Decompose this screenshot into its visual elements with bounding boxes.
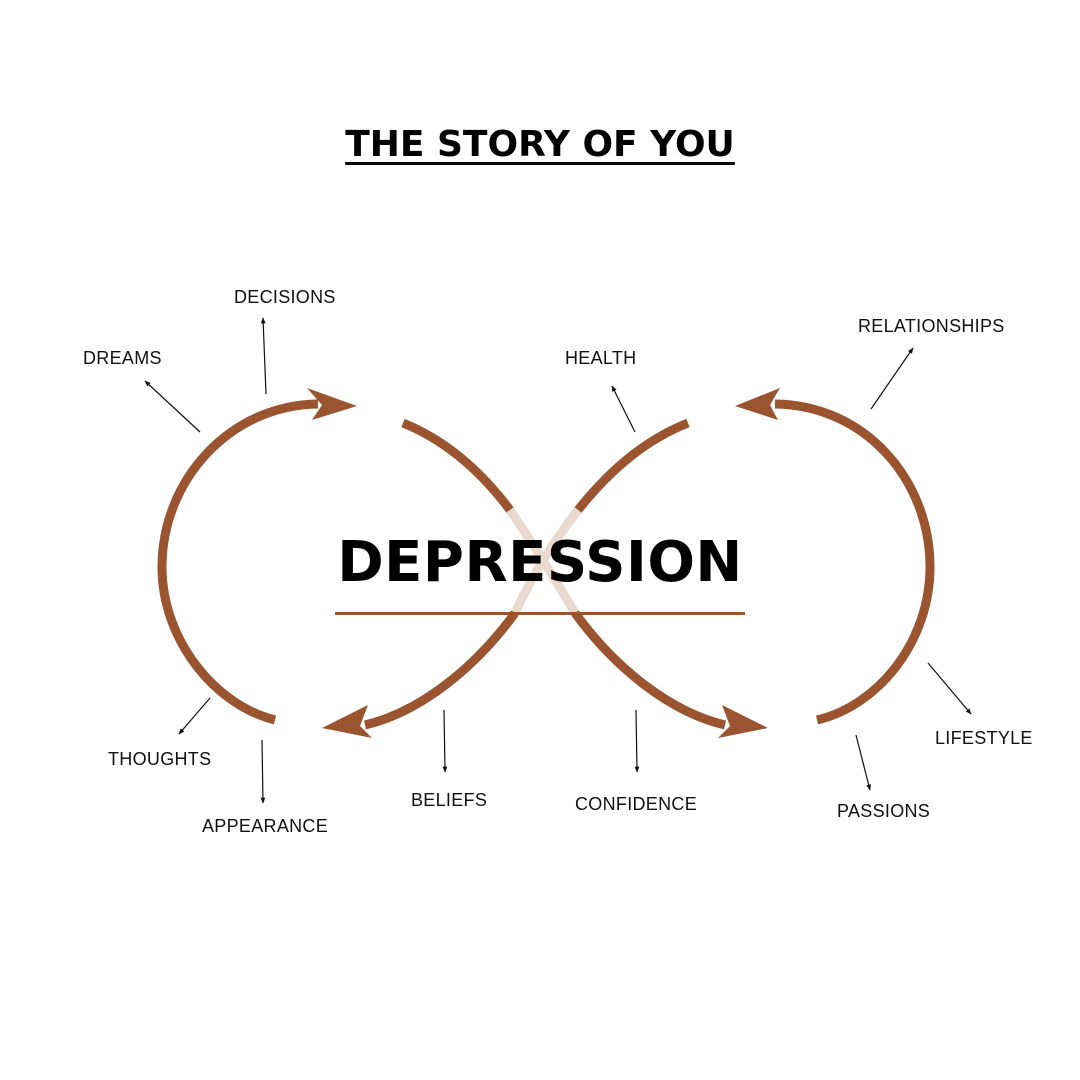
pointer-passions bbox=[855, 734, 871, 791]
cross-strand-down-right-bottom bbox=[571, 610, 727, 730]
label-dreams: DREAMS bbox=[83, 348, 162, 368]
label-lifestyle: LIFESTYLE bbox=[935, 728, 1033, 748]
center-word: DEPRESSION bbox=[337, 530, 743, 595]
label-decisions: DECISIONS bbox=[234, 287, 336, 307]
cross-strand-down-left-bottom bbox=[363, 610, 519, 730]
label-confidence: CONFIDENCE bbox=[575, 794, 698, 814]
pointer-decisions bbox=[260, 317, 267, 395]
cross-strand-down-left-faded bbox=[510, 507, 582, 615]
label-appearance: APPEARANCE bbox=[202, 816, 329, 836]
bottom-left-arrowhead bbox=[322, 705, 372, 738]
center-underline bbox=[335, 612, 745, 615]
pointer-health bbox=[611, 385, 636, 433]
pointer-beliefs bbox=[442, 709, 448, 773]
bottom-right-arrowhead bbox=[718, 705, 768, 738]
right-loop-arc bbox=[774, 399, 935, 725]
pointer-dreams bbox=[144, 380, 201, 433]
pointer-appearance bbox=[260, 739, 266, 804]
left-loop-arc bbox=[157, 399, 319, 725]
right-top-arrowhead bbox=[735, 388, 780, 420]
pointer-confidence bbox=[634, 709, 640, 773]
label-relationships: RELATIONSHIPS bbox=[858, 316, 1005, 336]
label-health: HEALTH bbox=[565, 348, 637, 368]
cross-strand-down-left-top bbox=[574, 418, 690, 513]
label-passions: PASSIONS bbox=[837, 801, 931, 821]
page-title: THE STORY OF YOU bbox=[345, 124, 735, 165]
pointer-lifestyle bbox=[927, 662, 972, 715]
label-thoughts: THOUGHTS bbox=[108, 749, 212, 769]
left-top-arrowhead bbox=[307, 388, 357, 420]
pointer-thoughts bbox=[178, 697, 211, 735]
pointer-relationships bbox=[870, 347, 914, 410]
label-beliefs: BELIEFS bbox=[411, 790, 488, 810]
cross-strand-down-right-top bbox=[401, 418, 514, 513]
